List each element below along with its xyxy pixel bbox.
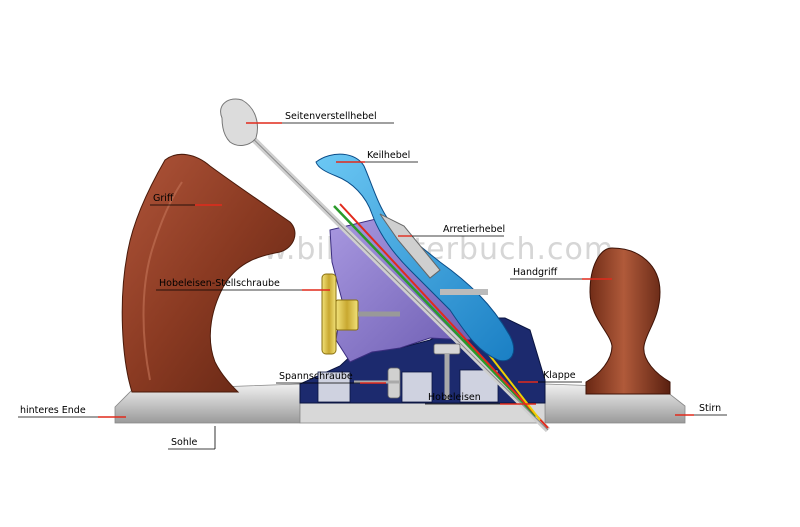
lateral-lever-drawing [220,98,258,146]
front-knob-drawing [585,247,671,395]
locking-lever-drawing [379,213,441,279]
label-arretierhebel: Arretierhebel [443,224,505,235]
label-seitenverstellhebel: Seitenverstellhebel [285,111,377,122]
label-hinteres-ende: hinteres Ende [20,405,86,416]
label-griff: Griff [153,193,174,204]
label-sohle: Sohle [171,437,198,448]
label-keilhebel: Keilhebel [367,150,410,161]
label-spannschraube: Spannschraube [279,371,353,382]
blade-assembly-drawing [229,115,551,433]
leader-lines [18,122,727,450]
adjusting-screw-drawing [321,273,400,355]
label-stirn: Stirn [699,403,721,414]
label-handgriff: Handgriff [513,267,558,278]
label-hobeleisen-stellschraube: Hobeleisen-Stellschraube [159,278,280,289]
rear-handle-drawing [121,153,296,393]
label-klappe: Klappe [543,370,576,381]
label-hobeleisen: Hobeleisen [428,392,481,403]
clamp-screw-drawing [354,289,488,400]
